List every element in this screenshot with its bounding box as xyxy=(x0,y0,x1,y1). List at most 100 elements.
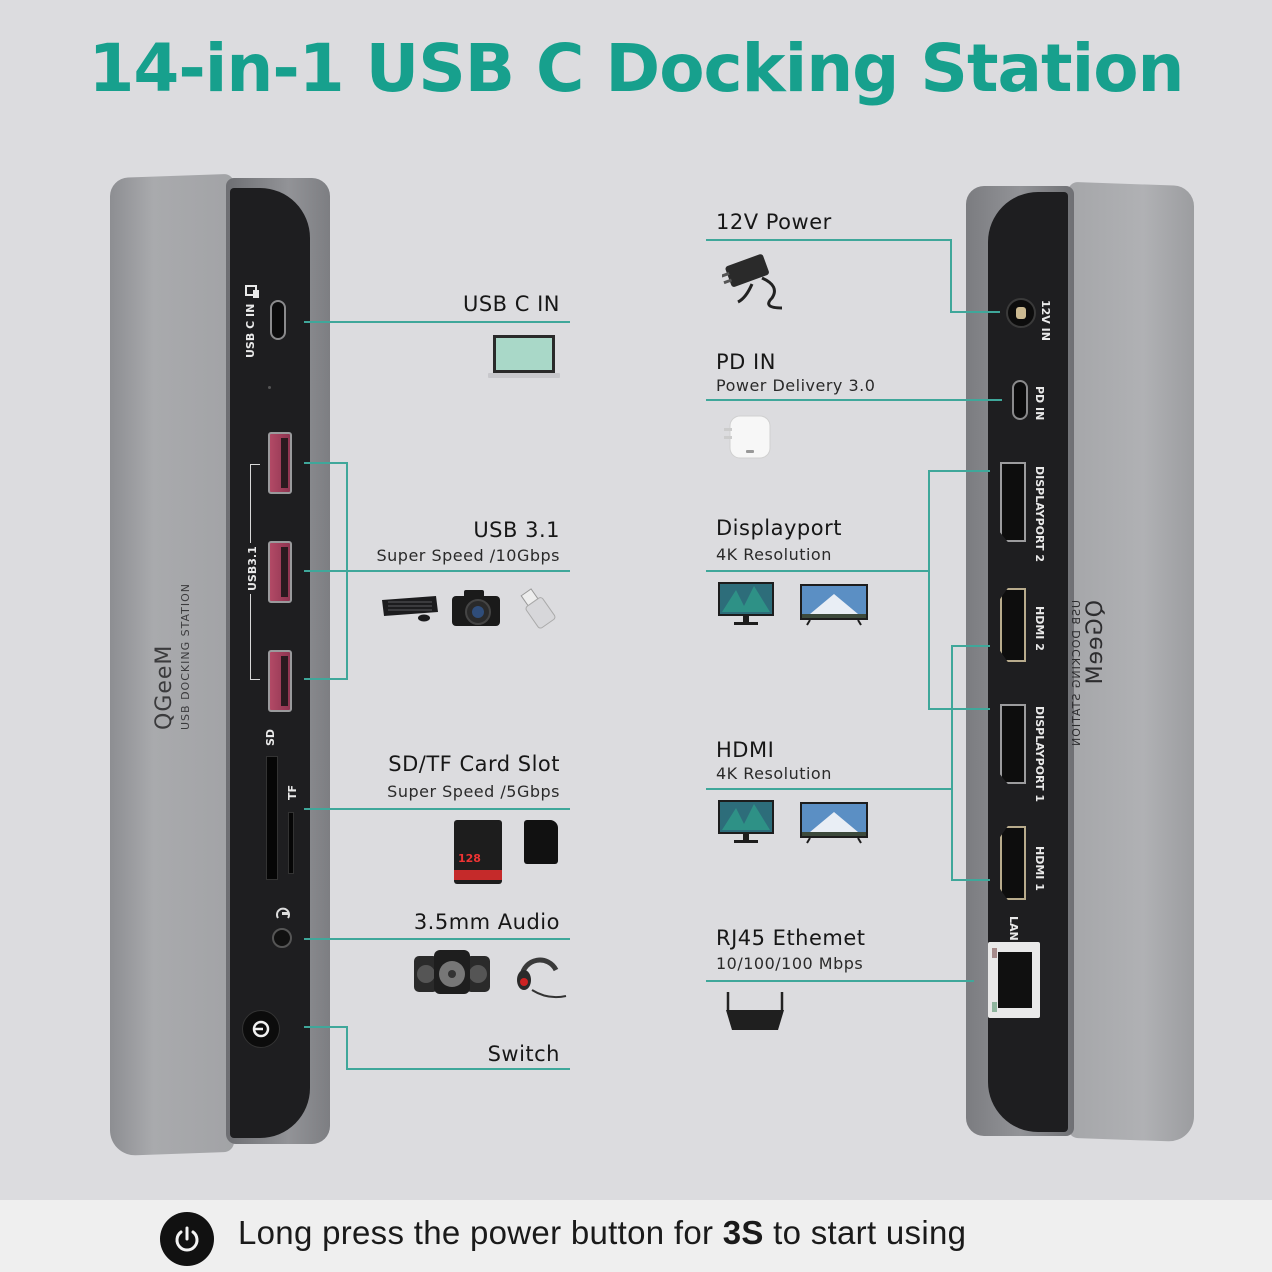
hdmi-2-label: HDMI 2 xyxy=(1033,606,1046,651)
sd-slot-label: SD xyxy=(264,728,277,746)
hdmi-1-port[interactable] xyxy=(1000,826,1026,900)
feature-subtitle-hdmi: 4K Resolution xyxy=(716,764,832,783)
feature-title-12v-power: 12V Power xyxy=(716,210,832,234)
brand-subtitle: USB DOCKING STATION xyxy=(179,583,192,730)
instruction-text-after: to start using xyxy=(763,1214,967,1251)
sd-card-brand-band xyxy=(454,870,502,880)
speakers-icon xyxy=(414,950,490,994)
usb-c-in-leader-line xyxy=(304,321,570,323)
hdmi-1-label: HDMI 1 xyxy=(1033,846,1046,891)
router-icon xyxy=(726,992,784,1030)
feature-subtitle-usb31: Super Speed /10Gbps xyxy=(376,546,560,565)
feature-title-displayport: Displayport xyxy=(716,516,842,540)
hdmi1-leader-line xyxy=(952,879,990,881)
12v-leader-line-b xyxy=(950,311,1000,313)
feature-title-pd-in: PD IN xyxy=(716,350,776,374)
usb-c-in-port[interactable] xyxy=(270,300,286,340)
feature-title-audio: 3.5mm Audio xyxy=(413,910,560,934)
left-device-brand: QGeeM USB DOCKING STATION xyxy=(152,583,192,730)
brand-logo: QGeeM xyxy=(1083,600,1108,686)
switch-leader-vertical xyxy=(346,1026,348,1070)
feature-subtitle-sd-tf: Super Speed /5Gbps xyxy=(387,782,560,801)
lan-led-green xyxy=(992,1002,997,1012)
brand-subtitle: USB DOCKING STATION xyxy=(1070,600,1083,747)
headphones-icon xyxy=(517,957,567,999)
sd-tf-leader-line xyxy=(304,808,570,810)
right-device-brand: QGeeM USB DOCKING STATION xyxy=(1070,600,1108,747)
instruction-text: Long press the power button for 3S to st… xyxy=(238,1214,966,1252)
tf-slot-label: TF xyxy=(286,784,299,800)
usb31-leader-line-1 xyxy=(304,462,348,464)
brand-logo: QGeeM xyxy=(152,644,177,730)
instruction-text-before: Long press the power button for xyxy=(238,1214,723,1251)
power-icon xyxy=(252,1020,270,1038)
dp1-leader-line xyxy=(930,708,990,710)
switch-leader-line-a xyxy=(304,1026,348,1028)
laptop-icon xyxy=(488,335,560,378)
feature-title-usb31: USB 3.1 xyxy=(473,518,560,542)
tf-card-slot[interactable] xyxy=(288,812,294,874)
feature-subtitle-pd-in: Power Delivery 3.0 xyxy=(716,376,876,395)
instruction-text-duration: 3S xyxy=(722,1214,764,1251)
usb-c-charger-icon xyxy=(724,415,771,459)
feature-title-rj45: RJ45 Ethemet xyxy=(716,926,866,950)
feature-title-hdmi: HDMI xyxy=(716,738,775,762)
rj45-leader-line xyxy=(706,980,974,982)
hdmi-2-port[interactable] xyxy=(1000,588,1026,662)
feature-title-switch: Switch xyxy=(487,1042,560,1066)
displayport-1-label: DISPLAYPORT 1 xyxy=(1033,706,1046,803)
lan-led-amber xyxy=(992,948,997,958)
rj45-ethernet-port[interactable] xyxy=(988,942,1040,1018)
usb-a-port-3[interactable] xyxy=(268,650,292,712)
tv-icon xyxy=(800,584,868,626)
displayport-2-label: DISPLAYPORT 2 xyxy=(1033,466,1046,563)
led-indicator xyxy=(268,386,271,389)
power-symbol xyxy=(175,1226,199,1252)
displayport-1-port[interactable] xyxy=(1000,704,1026,784)
power-icon xyxy=(160,1212,214,1266)
12v-leader-line-a xyxy=(706,239,952,241)
sd-card-icon: 128 xyxy=(454,820,502,884)
sd-card-capacity: 128 xyxy=(458,852,481,865)
12v-leader-vertical xyxy=(950,239,952,313)
sd-card-slot[interactable] xyxy=(266,756,278,880)
dp2-leader-line xyxy=(930,470,990,472)
feature-title-usb-c-in: USB C IN xyxy=(462,292,560,316)
monitor-icon xyxy=(718,582,774,625)
feature-title-sd-tf: SD/TF Card Slot xyxy=(388,752,560,776)
feature-subtitle-rj45: 10/100/100 Mbps xyxy=(716,954,864,973)
hdmi-leader-line-main xyxy=(706,788,952,790)
monitor-icon xyxy=(718,800,774,843)
usb31-leader-vertical xyxy=(346,462,348,680)
usb31-leader-line-main xyxy=(304,570,570,572)
audio-leader-line xyxy=(304,938,570,940)
power-adapter-icon xyxy=(722,254,783,310)
dc-power-jack[interactable] xyxy=(1006,298,1036,328)
usb31-leader-line-3 xyxy=(304,678,348,680)
usb-a-port-2[interactable] xyxy=(268,541,292,603)
headset-port-icon xyxy=(276,907,290,919)
tv-icon xyxy=(800,802,868,844)
feature-subtitle-displayport: 4K Resolution xyxy=(716,545,832,564)
dc-in-port-label: 12V IN xyxy=(1039,300,1052,341)
lan-port-label: LAN xyxy=(1007,916,1020,941)
audio-jack-port[interactable] xyxy=(272,928,292,948)
laptop-port-icon xyxy=(245,285,259,298)
displayport-leader-line-main xyxy=(706,570,930,572)
camera-icon xyxy=(452,590,500,626)
switch-leader-line-b xyxy=(346,1068,570,1070)
pd-in-leader-line xyxy=(706,399,1002,401)
hdmi-leader-vertical xyxy=(951,645,953,881)
page-title: 14-in-1 USB C Docking Station xyxy=(88,30,1184,107)
usb-c-in-port-label: USB C IN xyxy=(244,303,257,358)
displayport-leader-vertical xyxy=(928,470,930,710)
usb31-port-label: USB3.1 xyxy=(246,543,259,594)
hdmi2-leader-line xyxy=(952,645,990,647)
keyboard-mouse-icon xyxy=(382,596,438,622)
usb-flash-drive-icon xyxy=(520,588,556,629)
power-button[interactable] xyxy=(242,1010,280,1048)
pd-in-usb-c-port[interactable] xyxy=(1012,380,1028,420)
usb-a-port-1[interactable] xyxy=(268,432,292,494)
displayport-2-port[interactable] xyxy=(1000,462,1026,542)
microsd-card-icon xyxy=(524,820,558,864)
